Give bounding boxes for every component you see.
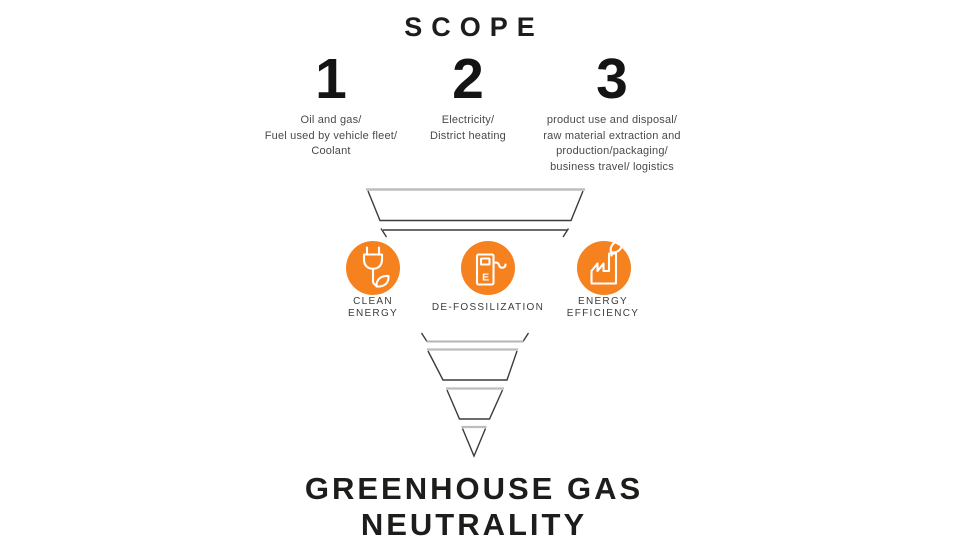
de-fossilization-label: DE-FOSSILIZATION (431, 301, 545, 313)
funnel-segment-3 (427, 348, 518, 381)
scope-2-number: 2 (452, 47, 484, 111)
pump-letter-e: E (482, 272, 489, 284)
funnel-segment-2-bottom (420, 332, 530, 343)
funnel-segment-5 (461, 425, 487, 458)
fuel-pump-icon: E (461, 241, 515, 295)
funnel-segment-2-top (380, 228, 570, 238)
scope-2-description: Electricity/ District heating (430, 114, 506, 142)
scope-1-column: 1 Oil and gas/ Fuel used by vehicle flee… (226, 50, 436, 160)
plug-leaf-icon (346, 241, 400, 295)
scope-3-number: 3 (596, 47, 628, 111)
funnel-segment-4 (446, 387, 504, 420)
scope-3-column: 3 product use and disposal/ raw material… (507, 50, 717, 175)
scope-title: SCOPE (404, 12, 544, 42)
scope-3-description: product use and disposal/ raw material e… (543, 114, 681, 173)
clean-energy-label: CLEAN ENERGY (347, 295, 399, 320)
scope-1-number: 1 (315, 47, 347, 111)
de-fossilization-badge (461, 241, 515, 295)
energy-efficiency-label: ENERGY EFFICIENCY (566, 295, 640, 320)
funnel-segment-1 (366, 188, 585, 222)
scope-1-description: Oil and gas/ Fuel used by vehicle fleet/… (264, 114, 398, 157)
scope-2-column: 2 Electricity/ District heating (363, 50, 573, 144)
factory-leaf-icon (577, 240, 631, 295)
footer-title: GREENHOUSE GAS NEUTRALITY (304, 471, 644, 542)
